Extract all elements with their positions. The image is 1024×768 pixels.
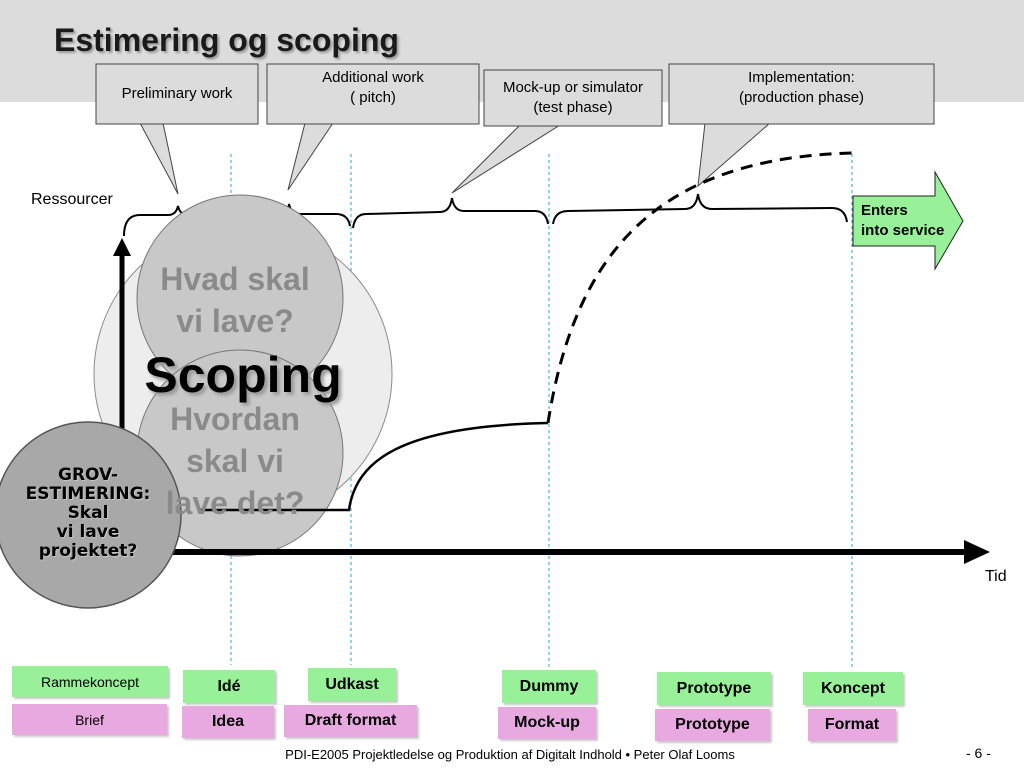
grov-estimering-text: GROV- ESTIMERING: Skal vi lave projektet… [25, 465, 151, 561]
pink-box-brief: Brief [12, 704, 167, 735]
scoping-label: Scoping [144, 347, 342, 403]
green-box-dummy: Dummy [502, 670, 596, 703]
callout-tail-preliminary [139, 122, 179, 195]
green-box-ide: Idé [183, 670, 275, 703]
callout-preliminary: Preliminary work [97, 65, 257, 123]
callout-tail-implementation [697, 122, 772, 188]
pink-box-mockup: Mock-up [498, 707, 596, 739]
callout-additional: Additional work ( pitch) [268, 68, 478, 116]
slide-title: Estimering og scoping [54, 22, 399, 58]
service-arrow-text: Enters into service [861, 202, 945, 239]
grov-circle [0, 421, 182, 609]
y-axis-arrowhead [113, 238, 131, 256]
how-circle-text: Hvordan skal vi lave det? [165, 401, 305, 521]
pink-box-format: Format [808, 709, 896, 741]
callout-additional-text: Additional work ( pitch) [322, 69, 424, 106]
brace-3 [352, 197, 549, 229]
x-axis-arrowhead [964, 540, 990, 564]
callout-tail-mockup [451, 124, 562, 194]
resource-curve-dashed [546, 151, 853, 424]
pink-box-draft-format: Draft format [284, 705, 417, 737]
callout-implementation-text: Implementation: (production phase) [738, 69, 865, 106]
resource-curve-solid [200, 421, 549, 512]
service-arrow [852, 170, 964, 271]
callout-implementation: Implementation: (production phase) [670, 68, 933, 116]
footer-text: PDI-E2005 Projektledelse og Produktion a… [285, 747, 735, 762]
callout-preliminary-text: Preliminary work [121, 85, 233, 102]
page-number: - 6 - [966, 745, 991, 761]
x-axis-label: Tid [985, 568, 1007, 585]
green-box-udkast: Udkast [308, 668, 396, 701]
pink-box-idea: Idea [182, 706, 274, 738]
green-box-koncept: Koncept [803, 672, 903, 705]
callout-tail-additional [287, 122, 334, 191]
callout-mockup: Mock-up or simulator (test phase) [485, 71, 661, 125]
green-box-rammekoncept: Rammekoncept [12, 666, 168, 697]
pink-box-prototype: Prototype [655, 709, 770, 741]
brace-4 [552, 193, 848, 225]
green-box-prototype: Prototype [657, 672, 771, 705]
what-circle-text: Hvad skal vi lave? [160, 261, 310, 339]
y-axis-label: Ressourcer [31, 191, 113, 208]
callout-mockup-text: Mock-up or simulator (test phase) [502, 79, 644, 116]
